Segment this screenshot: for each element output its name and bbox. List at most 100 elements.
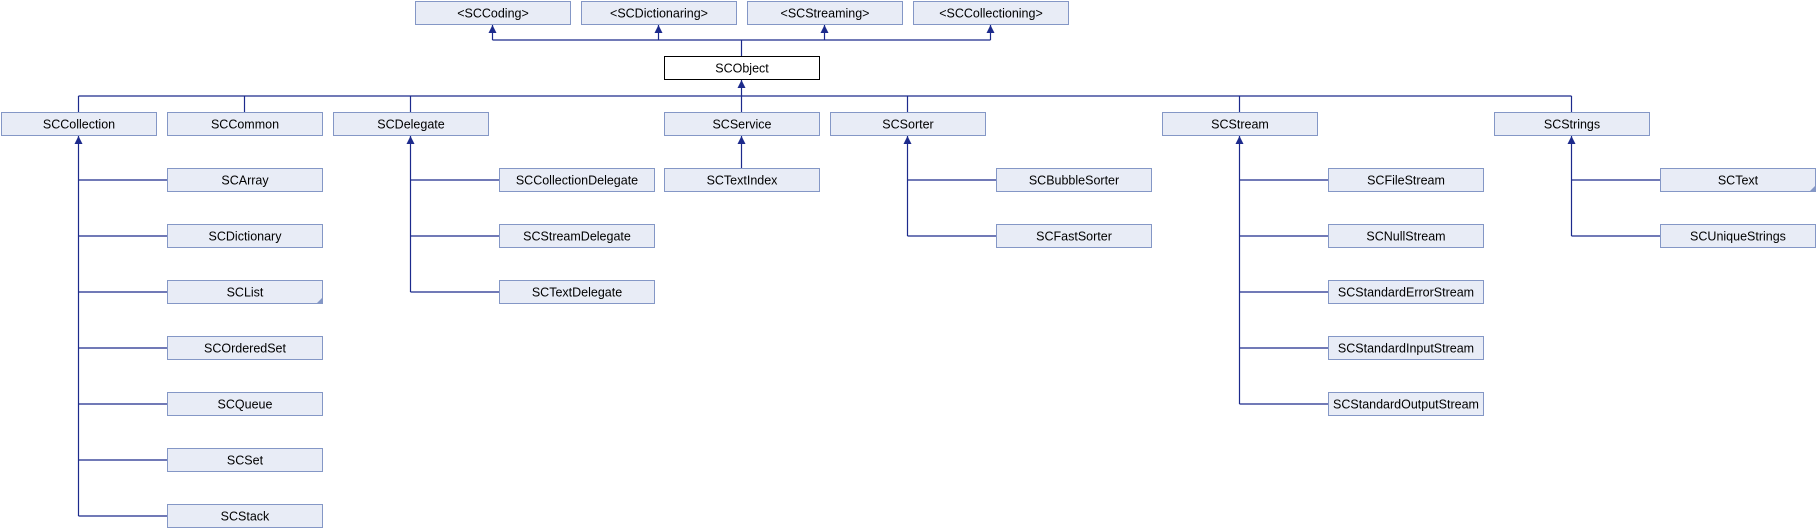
class-node-label: SCStandardOutputStream [1333,398,1479,412]
class-node-scstack[interactable]: SCStack [167,504,323,528]
class-node-label: <SCStreaming> [781,7,870,21]
class-node-box [167,168,323,192]
class-node-box [167,112,323,136]
class-node-scobject[interactable]: SCObject [664,56,820,80]
class-node-sccollectiondelegate[interactable]: SCCollectionDelegate [499,168,655,192]
class-node-scuniquestrings[interactable]: SCUniqueStrings [1660,224,1816,248]
class-node-scdictionaring[interactable]: <SCDictionaring> [581,1,737,25]
class-node-label: SCObject [715,62,769,76]
class-node-scset[interactable]: SCSet [167,448,323,472]
class-node-scstandarderrorstream[interactable]: SCStandardErrorStream [1328,280,1484,304]
class-node-scdictionary[interactable]: SCDictionary [167,224,323,248]
class-node-sccoding[interactable]: <SCCoding> [415,1,571,25]
inheritance-arrow [1567,136,1576,144]
class-node-scorderedset[interactable]: SCOrderedSet [167,336,323,360]
class-node-label: SCDelegate [377,118,444,132]
class-node-label: SCFileStream [1367,174,1445,188]
inheritance-arrow [74,136,83,144]
inheritance-arrow [488,25,497,33]
class-node-label: SCStandardErrorStream [1338,286,1474,300]
class-node-label: SCSet [227,454,264,468]
class-node-label: SCCollectionDelegate [516,174,638,188]
class-node-scqueue[interactable]: SCQueue [167,392,323,416]
class-node-label: SCCommon [211,118,279,132]
inheritance-arrow [1235,136,1244,144]
class-node-box [1494,112,1650,136]
class-node-box [747,1,903,25]
class-node-box [499,224,655,248]
class-node-label: SCStream [1211,118,1269,132]
inheritance-arrow [654,25,663,33]
class-node-scfilestream[interactable]: SCFileStream [1328,168,1484,192]
class-node-scstream[interactable]: SCStream [1162,112,1318,136]
class-node-sctextindex[interactable]: SCTextIndex [664,168,820,192]
class-node-sccollection[interactable]: SCCollection [1,112,157,136]
class-node-sclist[interactable]: SCList [167,280,323,304]
class-node-label: SCTextIndex [707,174,779,188]
class-node-label: SCStack [221,510,270,524]
class-node-scsorter[interactable]: SCSorter [830,112,986,136]
class-node-scnullstream[interactable]: SCNullStream [1328,224,1484,248]
class-node-scarray[interactable]: SCArray [167,168,323,192]
inheritance-edges [74,25,1660,517]
class-node-box [1162,112,1318,136]
class-node-box [581,1,737,25]
class-node-label: SCCollection [43,118,115,132]
class-node-sctext[interactable]: SCText [1660,168,1816,192]
class-node-label: SCNullStream [1366,230,1445,244]
class-node-box [415,1,571,25]
class-node-label: SCService [712,118,771,132]
class-node-label: SCFastSorter [1036,230,1112,244]
class-node-label: <SCCoding> [457,7,529,21]
class-node-sccollectioning[interactable]: <SCCollectioning> [913,1,1069,25]
class-node-label: <SCDictionaring> [610,7,708,21]
class-node-label: SCStrings [1544,118,1600,132]
inheritance-arrow [903,136,912,144]
class-node-scstreaming[interactable]: <SCStreaming> [747,1,903,25]
class-node-box [1328,336,1484,360]
class-node-box [664,112,820,136]
class-node-box [913,1,1069,25]
more-subclasses-marker [316,297,323,304]
class-node-label: SCTextDelegate [532,286,622,300]
class-node-box [167,224,323,248]
class-node-scstandardinputstream[interactable]: SCStandardInputStream [1328,336,1484,360]
class-node-label: SCUniqueStrings [1690,230,1786,244]
class-node-label: SCText [1718,174,1759,188]
class-node-box [1328,280,1484,304]
class-node-sctextdelegate[interactable]: SCTextDelegate [499,280,655,304]
class-node-scdelegate[interactable]: SCDelegate [333,112,489,136]
class-node-box [1328,392,1484,416]
class-node-scservice[interactable]: SCService [664,112,820,136]
inheritance-arrow [986,25,995,33]
class-node-box [333,112,489,136]
class-node-box [1,112,157,136]
inheritance-arrow [737,136,746,144]
class-node-scstrings[interactable]: SCStrings [1494,112,1650,136]
class-node-label: SCStreamDelegate [523,230,631,244]
class-node-scstreamdelegate[interactable]: SCStreamDelegate [499,224,655,248]
class-node-sccommon[interactable]: SCCommon [167,112,323,136]
class-node-box [499,168,655,192]
class-node-scstandardoutputstream[interactable]: SCStandardOutputStream [1328,392,1484,416]
class-node-box [167,336,323,360]
class-node-scbubblesorter[interactable]: SCBubbleSorter [996,168,1152,192]
inheritance-arrow [406,136,415,144]
class-node-label: SCArray [221,174,269,188]
class-node-scfastsorter[interactable]: SCFastSorter [996,224,1152,248]
class-node-label: <SCCollectioning> [939,7,1043,21]
class-node-box [167,448,323,472]
class-node-label: SCList [227,286,264,300]
class-node-label: SCOrderedSet [204,342,287,356]
class-node-label: SCQueue [218,398,273,412]
class-node-box [664,56,820,80]
class-node-label: SCDictionary [209,230,283,244]
class-node-label: SCBubbleSorter [1029,174,1119,188]
class-node-box [499,280,655,304]
class-node-box [830,112,986,136]
class-node-box [167,392,323,416]
class-node-box [996,168,1152,192]
class-node-box [1328,224,1484,248]
